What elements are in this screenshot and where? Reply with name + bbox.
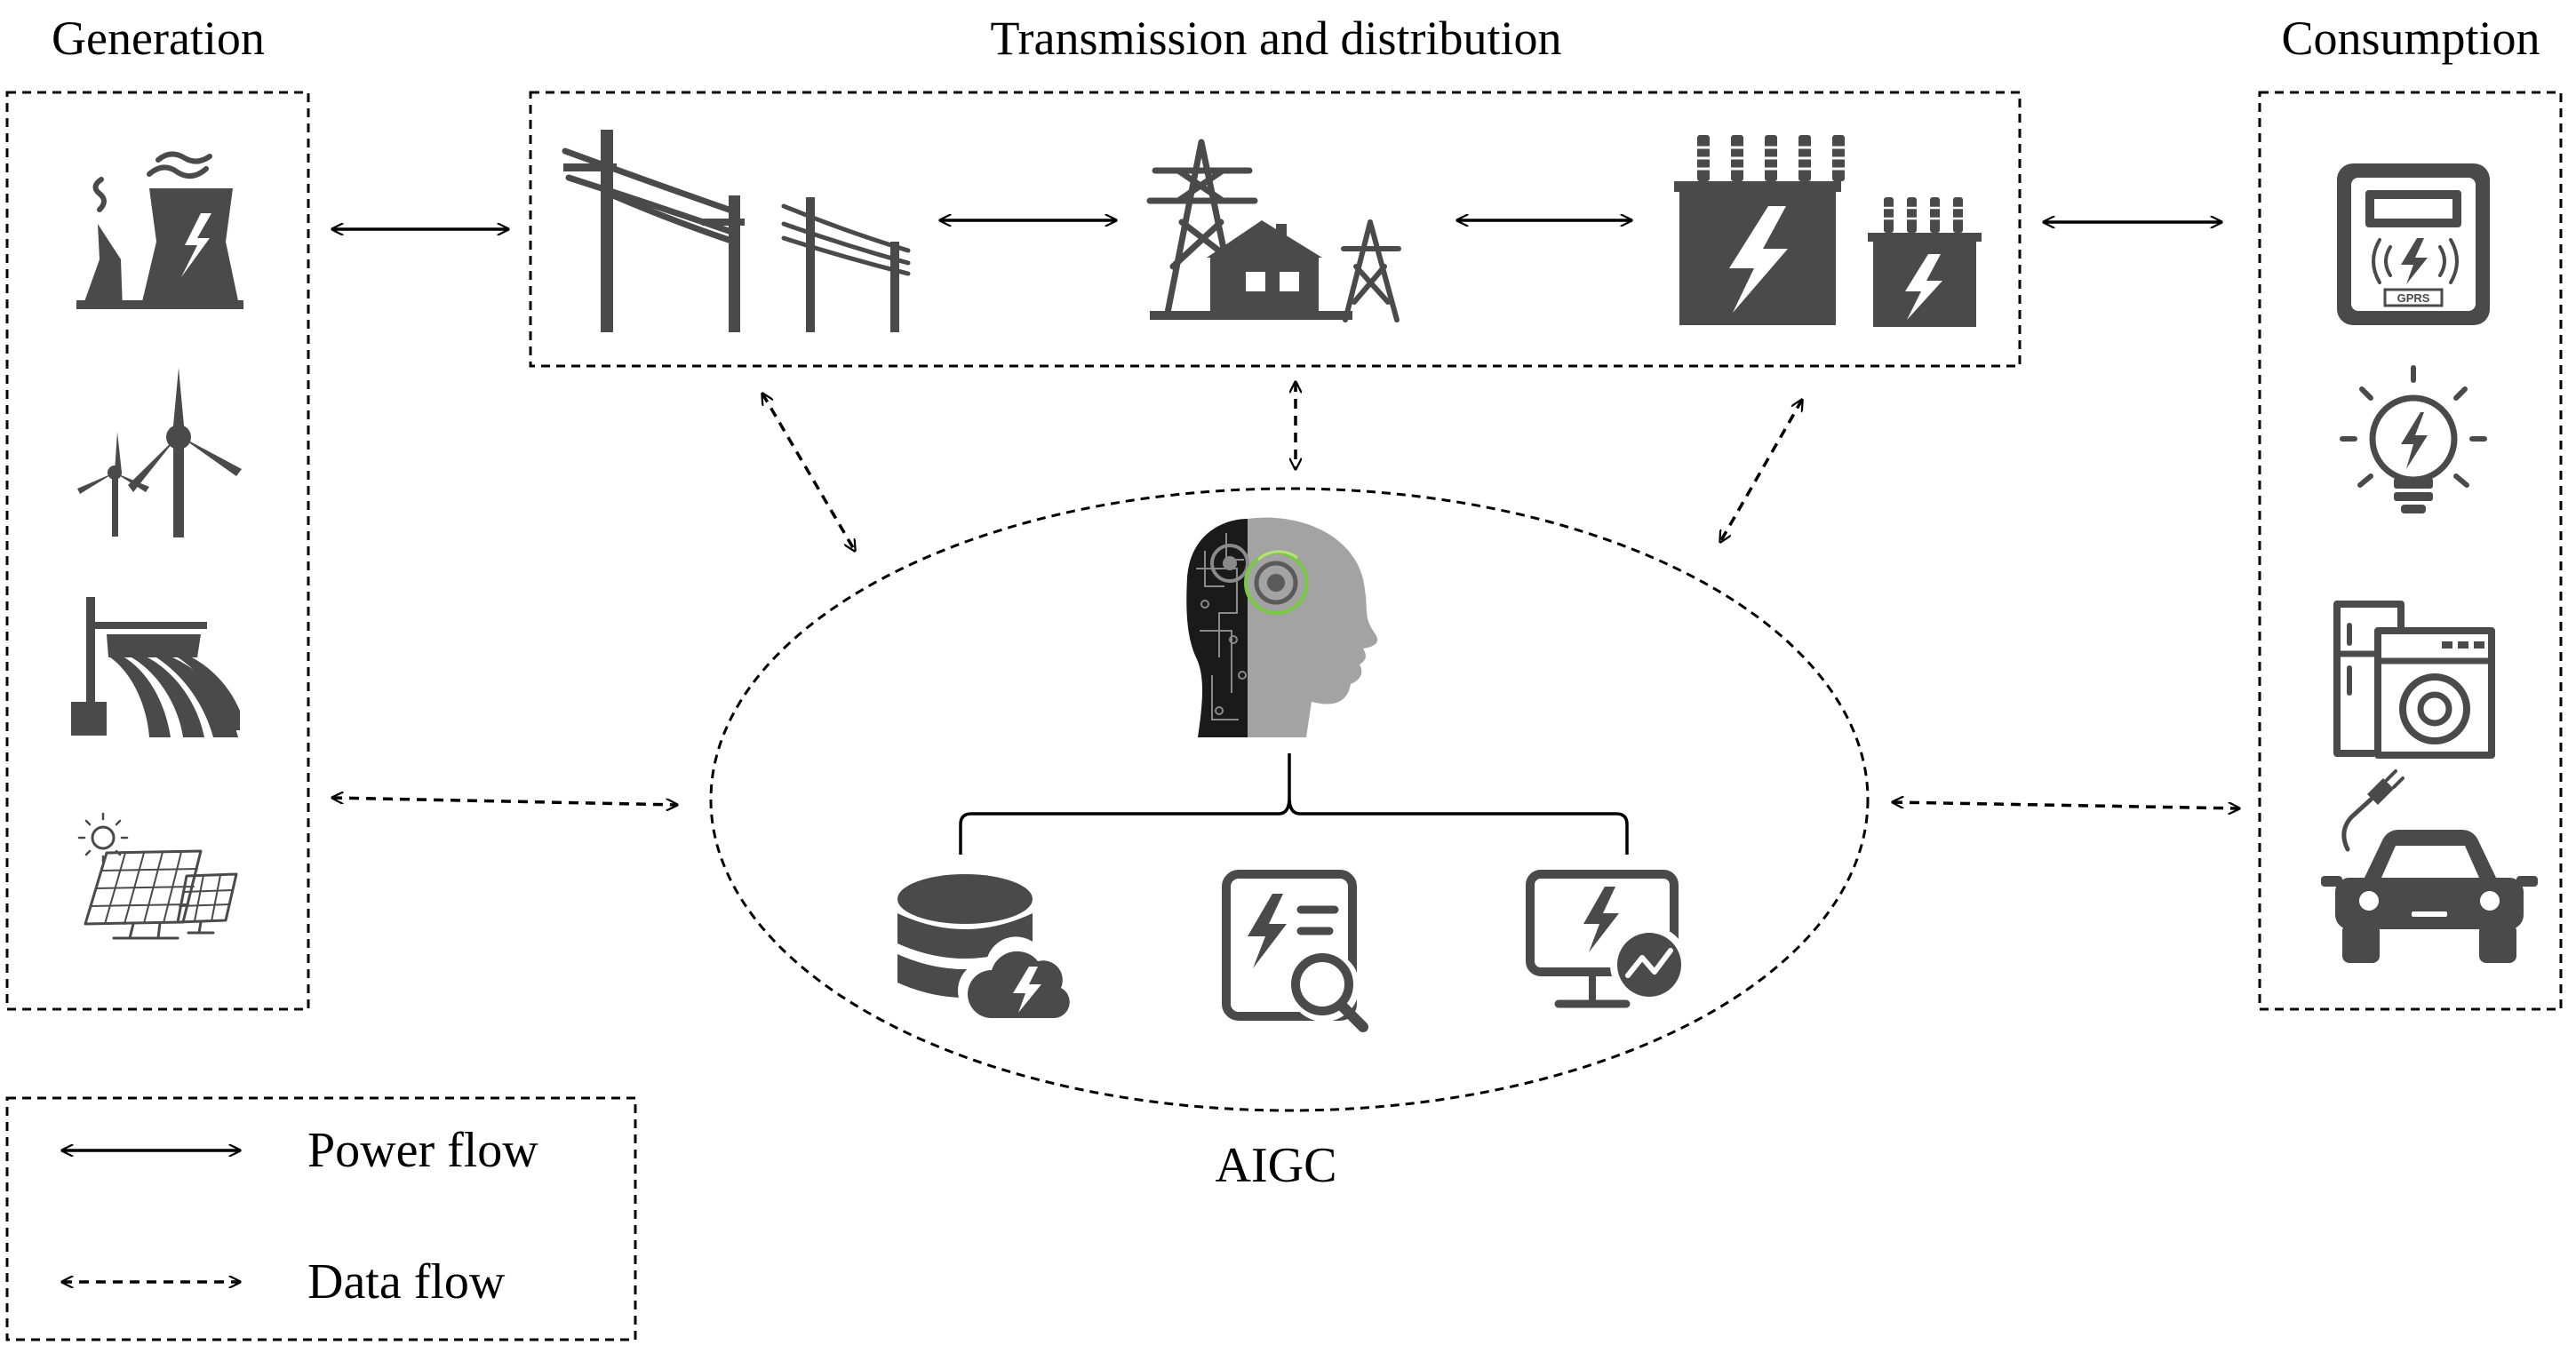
power-flow-arrows	[332, 220, 2221, 229]
power-plant-icon	[76, 151, 243, 309]
power-lines-icon	[562, 130, 911, 332]
data-arrow-generation-aigc	[332, 798, 677, 805]
hydro-dam-icon	[71, 597, 240, 737]
consumption-box	[2258, 91, 2563, 1011]
transmission-box	[529, 91, 2022, 368]
report-search-icon	[1222, 870, 1368, 1032]
wind-turbine-icon	[77, 368, 242, 537]
transformer-icon	[1674, 135, 1982, 327]
smart-meter-icon: GPRS	[2337, 163, 2490, 325]
ai-head-icon	[1186, 517, 1378, 737]
aigc-bracket	[959, 753, 1629, 855]
solar-panel-icon	[77, 812, 238, 940]
data-flow-arrows	[332, 382, 2239, 808]
data-arrow-lines-aigc	[762, 394, 855, 551]
aigc-ellipse	[709, 487, 1870, 1112]
generation-title: Generation	[52, 12, 265, 65]
transmission-tower-substation-icon	[1146, 139, 1401, 322]
data-arrow-aigc-consumption	[1893, 802, 2239, 808]
legend-box	[5, 1096, 637, 1341]
meter-gprs-text: GPRS	[2397, 291, 2430, 305]
database-cloud-icon	[897, 874, 1080, 1021]
legend: Power flow Data flow	[62, 1123, 538, 1309]
generation-box	[5, 91, 310, 1011]
electric-car-icon	[2321, 769, 2538, 963]
monitor-analytics-icon	[1526, 870, 1688, 1008]
legend-data-flow-label: Data flow	[307, 1254, 506, 1309]
aigc-label: AIGC	[1216, 1138, 1337, 1193]
legend-power-flow-label: Power flow	[307, 1123, 538, 1178]
transmission-title: Transmission and distribution	[990, 12, 1561, 65]
consumption-title: Consumption	[2281, 12, 2540, 65]
light-bulb-icon	[2340, 365, 2487, 513]
data-arrow-transformer-aigc	[1720, 400, 1802, 542]
appliances-icon	[2333, 601, 2495, 759]
